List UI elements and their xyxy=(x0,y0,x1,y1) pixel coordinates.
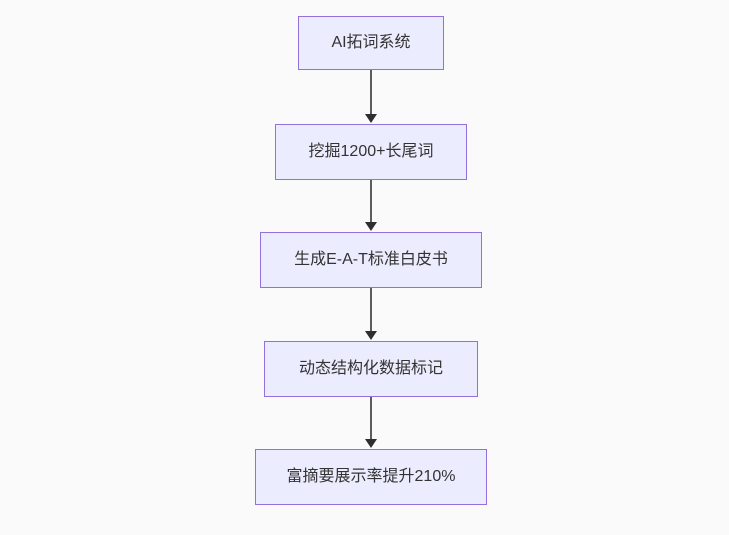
node-label: 挖掘1200+长尾词 xyxy=(308,143,434,161)
arrow-line xyxy=(370,180,372,222)
arrow-head-icon xyxy=(365,439,377,448)
arrow-line xyxy=(370,70,372,114)
arrow-head-icon xyxy=(365,114,377,123)
flow-arrow-4 xyxy=(365,397,377,448)
node-label: 生成E-A-T标准白皮书 xyxy=(294,251,448,269)
flow-node-eat-whitepaper-generation: 生成E-A-T标准白皮书 xyxy=(260,232,482,288)
node-label: 富摘要展示率提升210% xyxy=(286,468,456,486)
flow-node-ai-word-expansion-system: AI拓词系统 xyxy=(298,16,444,70)
flow-node-longtail-keyword-mining: 挖掘1200+长尾词 xyxy=(275,124,467,180)
flow-arrow-1 xyxy=(365,70,377,123)
node-label: 动态结构化数据标记 xyxy=(298,360,443,378)
arrow-head-icon xyxy=(365,222,377,231)
arrow-line xyxy=(370,397,372,439)
arrow-head-icon xyxy=(365,331,377,340)
flow-node-dynamic-structured-data-markup: 动态结构化数据标记 xyxy=(264,341,478,397)
flow-node-rich-snippet-rate-result: 富摘要展示率提升210% xyxy=(255,449,487,505)
flow-arrow-3 xyxy=(365,288,377,340)
arrow-line xyxy=(370,288,372,331)
flow-arrow-2 xyxy=(365,180,377,231)
node-label: AI拓词系统 xyxy=(331,34,411,52)
